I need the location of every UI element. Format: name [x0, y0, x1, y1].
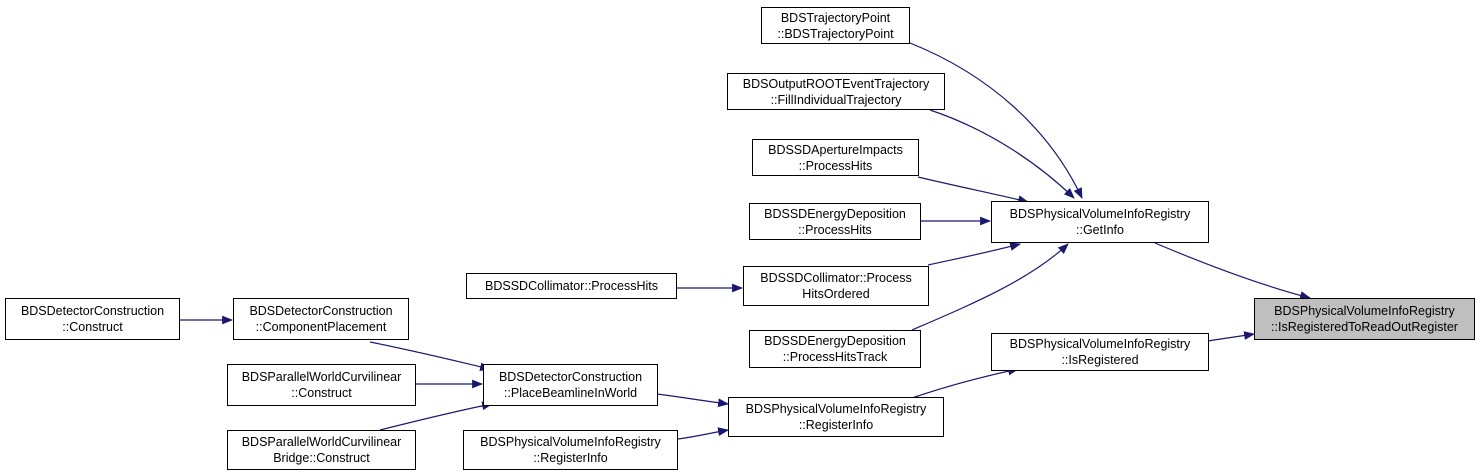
edge-getinfo-target	[1154, 242, 1312, 300]
node-fill-individual-trajectory[interactable]: BDSOutputROOTEventTrajectory ::FillIndiv…	[727, 73, 945, 110]
edge-trajpoint-getinfo	[909, 42, 1083, 199]
node-get-info[interactable]: BDSPhysicalVolumeInfoRegistry ::GetInfo	[991, 201, 1209, 243]
node-collimator-process-hits[interactable]: BDSSDCollimator::ProcessHits	[466, 273, 677, 299]
node-fill-individual-trajectory-line1: BDSOutputROOTEventTrajectory	[742, 76, 930, 91]
node-parallel-world-construct[interactable]: BDSParallelWorldCurvilinear ::Construct	[227, 364, 416, 406]
node-is-registered[interactable]: BDSPhysicalVolumeInfoRegistry ::IsRegist…	[991, 333, 1209, 371]
node-parallel-world-bridge-construct[interactable]: BDSParallelWorldCurvilinear Bridge::Cons…	[227, 430, 416, 470]
node-energy-process-hits[interactable]: BDSSDEnergyDeposition ::ProcessHits	[749, 203, 921, 240]
node-energy-process-hits-line1: BDSSDEnergyDeposition	[764, 206, 906, 221]
node-is-registered-line1: BDSPhysicalVolumeInfoRegistry	[1009, 337, 1191, 351]
node-energy-process-hits-line2: ::ProcessHits	[798, 222, 872, 237]
node-parallel-world-bridge-construct-line2: Bridge::Construct	[273, 451, 370, 465]
node-energy-process-hits-track[interactable]: BDSSDEnergyDeposition ::ProcessHitsTrack	[749, 330, 921, 368]
edge-registerb-registera	[677, 427, 730, 440]
edge-filltraj-getinfo	[929, 109, 1075, 199]
node-collimator-process-hits-ordered-line1: BDSSDCollimator::Process	[760, 271, 912, 285]
node-parallel-world-construct-line1: BDSParallelWorldCurvilinear	[241, 370, 402, 384]
edge-aperture-getinfo	[917, 176, 1030, 204]
node-register-info-a-line2: ::RegisterInfo	[798, 418, 874, 432]
node-parallel-world-bridge-construct-line1: BDSParallelWorldCurvilinear	[241, 435, 402, 449]
node-fill-individual-trajectory-line2: ::FillIndividualTrajectory	[770, 92, 902, 107]
node-is-registered-to-readout-register: BDSPhysicalVolumeInfoRegistry ::IsRegist…	[1254, 298, 1475, 340]
node-register-info-b-line1: BDSPhysicalVolumeInfoRegistry	[480, 435, 661, 449]
node-register-info-a-line1: BDSPhysicalVolumeInfoRegistry	[745, 402, 927, 416]
node-detector-construct-line1: BDSDetectorConstruction	[20, 304, 165, 318]
edge-comppl-placebeam	[369, 341, 492, 372]
node-energy-process-hits-track-line2: ::ProcessHitsTrack	[782, 350, 888, 364]
node-collimator-process-hits-line1: BDSSDCollimator::ProcessHits	[485, 279, 658, 293]
node-detector-construct-line2: ::Construct	[62, 320, 123, 334]
edge-isregistered-target	[1207, 331, 1256, 342]
node-aperture-process-hits-line1: BDSSDApertureImpacts	[768, 142, 903, 157]
node-register-info-b[interactable]: BDSPhysicalVolumeInfoRegistry ::Register…	[463, 430, 678, 470]
edge-registera-isregistered	[911, 366, 1020, 399]
edge-pwbridge-placebeam	[379, 401, 494, 431]
node-get-info-line2: ::GetInfo	[1076, 223, 1124, 237]
node-component-placement[interactable]: BDSDetectorConstruction ::ComponentPlace…	[233, 298, 409, 340]
node-collimator-process-hits-ordered-line2: HitsOrdered	[802, 287, 870, 301]
node-register-info-b-line2: ::RegisterInfo	[533, 451, 608, 465]
node-place-beamline-in-world-line2: ::PlaceBeamlineInWorld	[503, 386, 638, 400]
node-is-registered-line2: ::IsRegistered	[1061, 353, 1139, 367]
node-place-beamline-in-world-line1: BDSDetectorConstruction	[498, 370, 643, 384]
edge-energytrack-getinfo	[911, 243, 1069, 331]
node-component-placement-line2: ::ComponentPlacement	[255, 320, 387, 334]
node-trajectory-point-line2: ::BDSTrajectoryPoint	[777, 26, 894, 41]
node-trajectory-point[interactable]: BDSTrajectoryPoint ::BDSTrajectoryPoint	[761, 7, 910, 44]
node-place-beamline-in-world[interactable]: BDSDetectorConstruction ::PlaceBeamlineI…	[483, 364, 658, 406]
node-collimator-process-hits-ordered[interactable]: BDSSDCollimator::Process HitsOrdered	[743, 266, 929, 306]
node-trajectory-point-line1: BDSTrajectoryPoint	[780, 10, 891, 25]
node-target-line1: BDSPhysicalVolumeInfoRegistry	[1274, 304, 1455, 318]
edge-collordered-getinfo	[927, 242, 1022, 266]
edge-placebeam-registera	[656, 393, 730, 408]
node-target-line2: ::IsRegisteredToReadOutRegister	[1271, 320, 1458, 334]
node-parallel-world-construct-line2: ::Construct	[291, 386, 352, 400]
node-register-info-a[interactable]: BDSPhysicalVolumeInfoRegistry ::Register…	[728, 397, 944, 437]
node-component-placement-line1: BDSDetectorConstruction	[249, 304, 393, 318]
node-aperture-process-hits-line2: ::ProcessHits	[798, 158, 873, 173]
node-detector-construct[interactable]: BDSDetectorConstruction ::Construct	[5, 298, 180, 340]
node-get-info-line1: BDSPhysicalVolumeInfoRegistry	[1009, 207, 1191, 221]
node-aperture-process-hits[interactable]: BDSSDApertureImpacts ::ProcessHits	[752, 139, 919, 176]
node-energy-process-hits-track-line1: BDSSDEnergyDeposition	[764, 334, 906, 348]
